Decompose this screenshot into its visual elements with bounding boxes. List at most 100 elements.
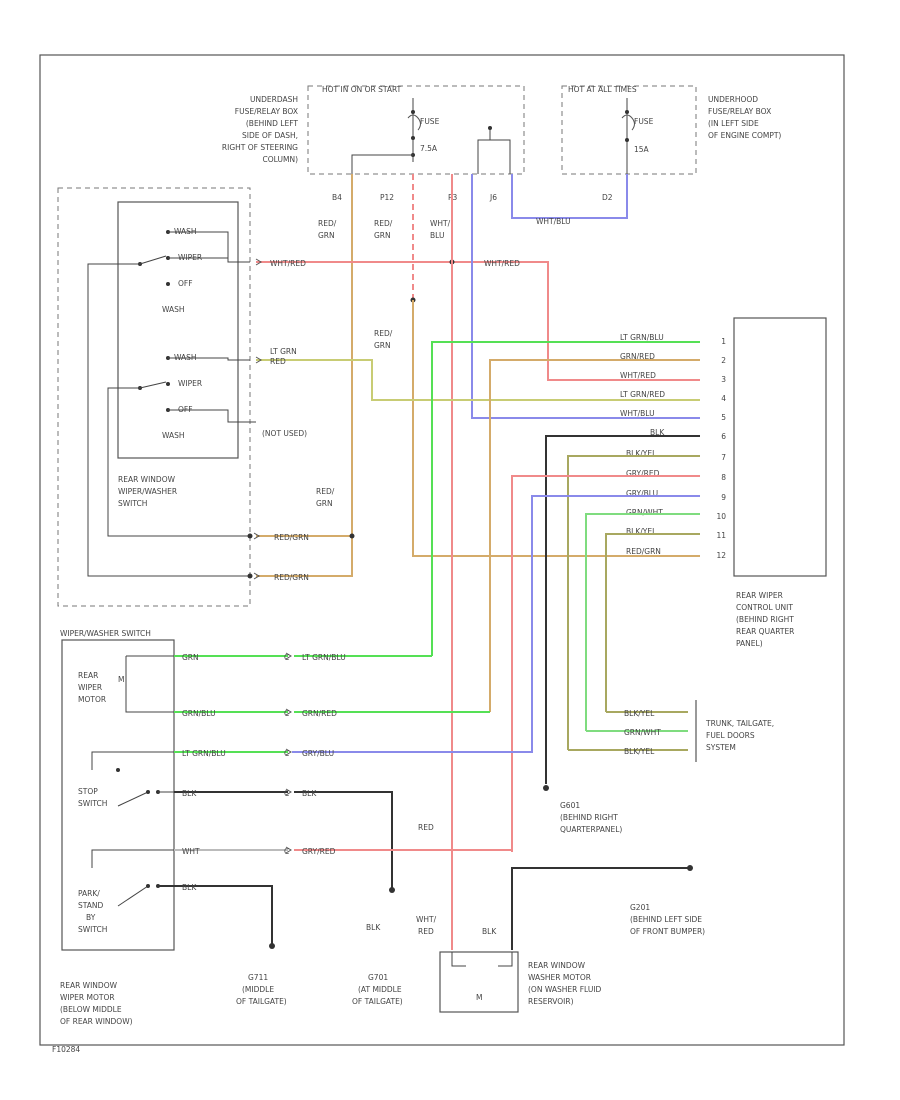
svg-text:TRUNK, TAILGATE,: TRUNK, TAILGATE, xyxy=(705,719,774,728)
svg-text:GRN/WHT: GRN/WHT xyxy=(624,728,661,737)
svg-text:8: 8 xyxy=(721,473,726,482)
svg-text:OF TAILGATE): OF TAILGATE) xyxy=(236,997,287,1006)
ground-g701-label: G701 (AT MIDDLE OF TAILGATE) xyxy=(352,973,403,1006)
svg-text:WHT/: WHT/ xyxy=(430,219,451,228)
sw-label-wash2: WASH xyxy=(162,305,185,314)
svg-text:WASHER MOTOR: WASHER MOTOR xyxy=(528,973,591,982)
svg-text:9: 9 xyxy=(721,493,726,502)
fuse-left-label: FUSE xyxy=(420,117,440,126)
svg-text:SIDE OF DASH,: SIDE OF DASH, xyxy=(242,131,298,140)
svg-text:BLK: BLK xyxy=(650,428,665,437)
svg-text:LT GRN/BLU: LT GRN/BLU xyxy=(620,333,664,342)
sw-label-wiper1: WIPER xyxy=(178,253,202,262)
svg-text:UNDERDASH: UNDERDASH xyxy=(250,95,298,104)
wire-blk-g201 xyxy=(511,867,690,950)
svg-text:GRN: GRN xyxy=(374,231,391,240)
svg-text:5: 5 xyxy=(721,413,726,422)
wire-gry-blu-lower xyxy=(292,495,546,753)
motor-location-label: REAR WINDOW WIPER MOTOR (BELOW MIDDLE OF… xyxy=(60,981,133,1026)
svg-text:COLUMN): COLUMN) xyxy=(263,155,299,164)
svg-text:GRY/BLU: GRY/BLU xyxy=(626,489,658,498)
svg-text:GRN: GRN xyxy=(316,499,333,508)
svg-text:C: C xyxy=(284,709,289,718)
svg-text:REAR: REAR xyxy=(78,671,98,680)
wire-d2-blu xyxy=(511,174,628,219)
wire-lt-grn-red xyxy=(256,359,700,401)
wire-grn-red xyxy=(489,359,700,712)
trunk-title: TRUNK, TAILGATE, FUEL DOORS SYSTEM xyxy=(705,719,774,752)
svg-text:WHT/RED: WHT/RED xyxy=(620,371,656,380)
wire-blk-yel-2 xyxy=(605,533,700,712)
svg-text:BLK: BLK xyxy=(302,789,317,798)
fuse-icon-right xyxy=(621,114,635,131)
wire-blk xyxy=(545,435,700,784)
motor-section-box xyxy=(61,639,175,951)
footer-code: F10284 xyxy=(52,1045,80,1054)
fuse-box-left-header: HOT IN ON OR START xyxy=(322,85,402,94)
sw-label-wash4: WASH xyxy=(162,431,185,440)
svg-text:4: 4 xyxy=(721,394,726,403)
svg-text:PARK/: PARK/ xyxy=(78,889,100,898)
svg-text:WIPER MOTOR: WIPER MOTOR xyxy=(60,993,115,1002)
svg-text:G711: G711 xyxy=(248,973,268,982)
sw-label-wash3: WASH xyxy=(174,353,197,362)
fuse-box-right-location: UNDERHOOD FUSE/RELAY BOX (IN LEFT SIDE O… xyxy=(708,95,781,140)
control-unit-box xyxy=(733,317,827,577)
fuse-left-rating: 7.5A xyxy=(420,144,438,153)
svg-text:WIPER/WASHER: WIPER/WASHER xyxy=(118,487,177,496)
red-wire-label: RED xyxy=(418,823,434,832)
svg-text:RED/: RED/ xyxy=(374,329,393,338)
svg-text:C: C xyxy=(284,653,289,662)
svg-text:(BEHIND LEFT: (BEHIND LEFT xyxy=(246,119,299,128)
svg-text:PANEL): PANEL) xyxy=(736,639,763,648)
svg-text:WHT/BLU: WHT/BLU xyxy=(536,217,571,226)
motor-symbol: M xyxy=(118,675,124,684)
wire-grn-wht xyxy=(585,513,700,731)
ground-g201-label: G201 (BEHIND LEFT SIDE OF FRONT BUMPER) xyxy=(630,903,705,936)
svg-text:GRN/RED: GRN/RED xyxy=(620,352,655,361)
cu-pin-labels: 1 2 3 4 5 6 7 8 9 10 11 12 xyxy=(716,337,726,560)
wire-p12-red-grn-lower xyxy=(412,300,700,557)
fuse-box-right-header: HOT AT ALL TIMES xyxy=(568,85,637,94)
svg-text:(AT MIDDLE: (AT MIDDLE xyxy=(358,985,402,994)
svg-text:GRN/WHT: GRN/WHT xyxy=(626,508,663,517)
svg-text:GRY/RED: GRY/RED xyxy=(626,469,660,478)
svg-text:BLK/YEL: BLK/YEL xyxy=(624,709,655,718)
svg-text:G701: G701 xyxy=(368,973,388,982)
svg-text:WHT/RED: WHT/RED xyxy=(270,259,306,268)
svg-text:WHT: WHT xyxy=(182,847,200,856)
svg-text:(MIDDLE: (MIDDLE xyxy=(242,985,274,994)
svg-text:WHT/RED: WHT/RED xyxy=(484,259,520,268)
svg-text:LT GRN/BLU: LT GRN/BLU xyxy=(302,653,346,662)
svg-text:REAR WINDOW: REAR WINDOW xyxy=(118,475,176,484)
svg-text:1: 1 xyxy=(721,337,726,346)
wiper-washer-switch-title: WIPER/WASHER SWITCH xyxy=(60,629,151,638)
svg-text:(BELOW MIDDLE: (BELOW MIDDLE xyxy=(60,1005,122,1014)
svg-text:LT GRN/BLU: LT GRN/BLU xyxy=(182,749,226,758)
svg-text:OF TAILGATE): OF TAILGATE) xyxy=(352,997,403,1006)
pin-j6-label: J6 xyxy=(489,193,497,202)
not-used-label: (NOT USED) xyxy=(262,429,307,438)
fuse-box-right xyxy=(561,85,697,175)
svg-text:STAND: STAND xyxy=(78,901,104,910)
fuse-right-rating: 15A xyxy=(634,145,650,154)
svg-text:LT GRN/RED: LT GRN/RED xyxy=(620,390,665,399)
sw-label-wiper2: WIPER xyxy=(178,379,202,388)
svg-text:STOP: STOP xyxy=(78,787,98,796)
fuse-box-left-location: UNDERDASH FUSE/RELAY BOX (BEHIND LEFT SI… xyxy=(222,95,299,164)
washer-motor-box xyxy=(439,951,519,1013)
wire-blk-yel-1 xyxy=(567,455,700,750)
svg-text:BLK/YEL: BLK/YEL xyxy=(624,747,655,756)
connector-c-labels: C C C C C xyxy=(284,653,289,856)
lower-right-wire-labels: LT GRN/BLU GRN/RED GRY/BLU BLK GRY/RED xyxy=(302,653,346,856)
svg-text:C: C xyxy=(284,789,289,798)
fuse-icon-left xyxy=(407,114,421,131)
svg-text:OF FRONT BUMPER): OF FRONT BUMPER) xyxy=(630,927,705,936)
svg-text:FUSE/RELAY BOX: FUSE/RELAY BOX xyxy=(235,107,298,116)
svg-text:SWITCH: SWITCH xyxy=(78,925,107,934)
svg-text:WIPER: WIPER xyxy=(78,683,102,692)
svg-text:RED: RED xyxy=(418,927,434,936)
wire-lt-grn-blu xyxy=(431,341,700,656)
rear-wiper-motor-label: REAR WIPER MOTOR xyxy=(78,671,106,704)
svg-text:C: C xyxy=(284,847,289,856)
